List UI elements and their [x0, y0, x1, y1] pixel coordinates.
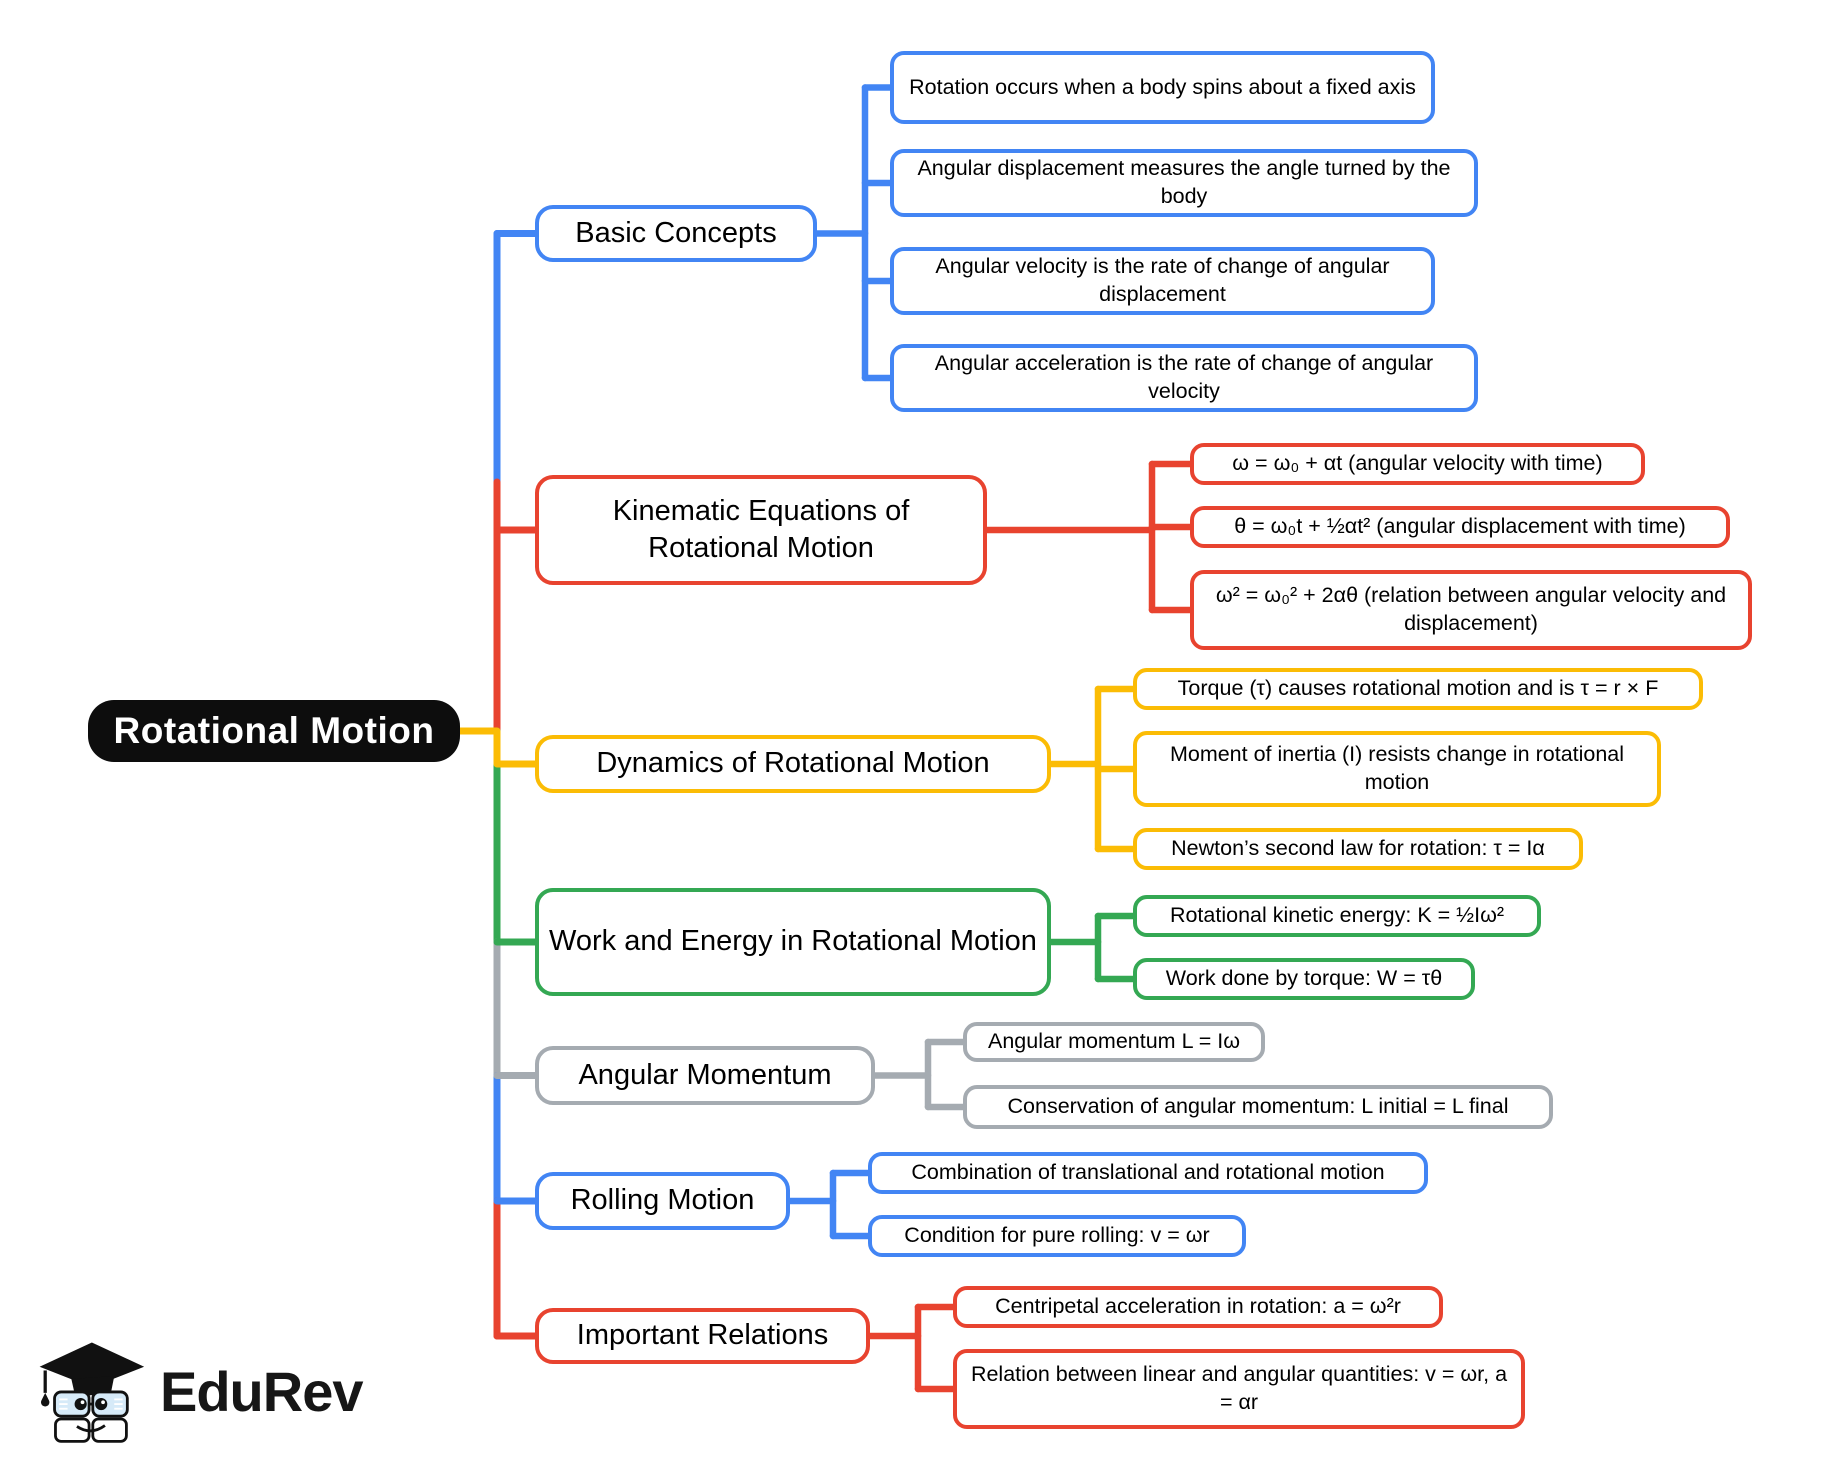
- leaf-node-basic-concepts-3: Angular velocity is the rate of change o…: [890, 247, 1435, 315]
- leaf-node-rolling-motion-1: Combination of translational and rotatio…: [868, 1152, 1428, 1194]
- root-node-rotational-motion: Rotational Motion: [88, 700, 460, 762]
- edurev-logo-text: EduRev: [160, 1359, 363, 1423]
- leaf-node-angular-momentum-1: Angular momentum L = Iω: [963, 1022, 1265, 1062]
- leaf-node-important-relations-1: Centripetal acceleration in rotation: a …: [953, 1286, 1443, 1328]
- branch-node-work-and-energy-in-rotational-motion: Work and Energy in Rotational Motion: [535, 888, 1051, 996]
- leaf-node-kinematic-equations-of-rotational-motion-2: θ = ω₀t + ½αt² (angular displacement wit…: [1190, 506, 1730, 548]
- leaf-node-kinematic-equations-of-rotational-motion-3: ω² = ω₀² + 2αθ (relation between angular…: [1190, 570, 1752, 650]
- branch-node-important-relations: Important Relations: [535, 1308, 870, 1364]
- leaf-node-dynamics-of-rotational-motion-1: Torque (τ) causes rotational motion and …: [1133, 668, 1703, 710]
- branch-node-rolling-motion: Rolling Motion: [535, 1172, 790, 1230]
- leaf-node-angular-momentum-2: Conservation of angular momentum: L init…: [963, 1085, 1553, 1129]
- leaf-node-rolling-motion-2: Condition for pure rolling: v = ωr: [868, 1215, 1246, 1257]
- leaf-node-dynamics-of-rotational-motion-2: Moment of inertia (I) resists change in …: [1133, 731, 1661, 807]
- edurev-logo[interactable]: EduRev: [34, 1338, 363, 1444]
- branch-node-angular-momentum: Angular Momentum: [535, 1046, 875, 1105]
- leaf-node-basic-concepts-1: Rotation occurs when a body spins about …: [890, 51, 1435, 124]
- branch-node-kinematic-equations-of-rotational-motion: Kinematic Equations of Rotational Motion: [535, 475, 987, 585]
- leaf-node-dynamics-of-rotational-motion-3: Newton’s second law for rotation: τ = Iα: [1133, 828, 1583, 870]
- edurev-mascot-icon: [39, 1342, 145, 1443]
- branch-node-dynamics-of-rotational-motion: Dynamics of Rotational Motion: [535, 735, 1051, 793]
- leaf-node-work-and-energy-in-rotational-motion-1: Rotational kinetic energy: K = ½Iω²: [1133, 895, 1541, 937]
- leaf-node-work-and-energy-in-rotational-motion-2: Work done by torque: W = τθ: [1133, 958, 1475, 1000]
- leaf-node-kinematic-equations-of-rotational-motion-1: ω = ω₀ + αt (angular velocity with time): [1190, 443, 1645, 485]
- leaf-node-important-relations-2: Relation between linear and angular quan…: [953, 1349, 1525, 1429]
- branch-node-basic-concepts: Basic Concepts: [535, 205, 817, 262]
- leaf-node-basic-concepts-4: Angular acceleration is the rate of chan…: [890, 344, 1478, 412]
- leaf-node-basic-concepts-2: Angular displacement measures the angle …: [890, 149, 1478, 217]
